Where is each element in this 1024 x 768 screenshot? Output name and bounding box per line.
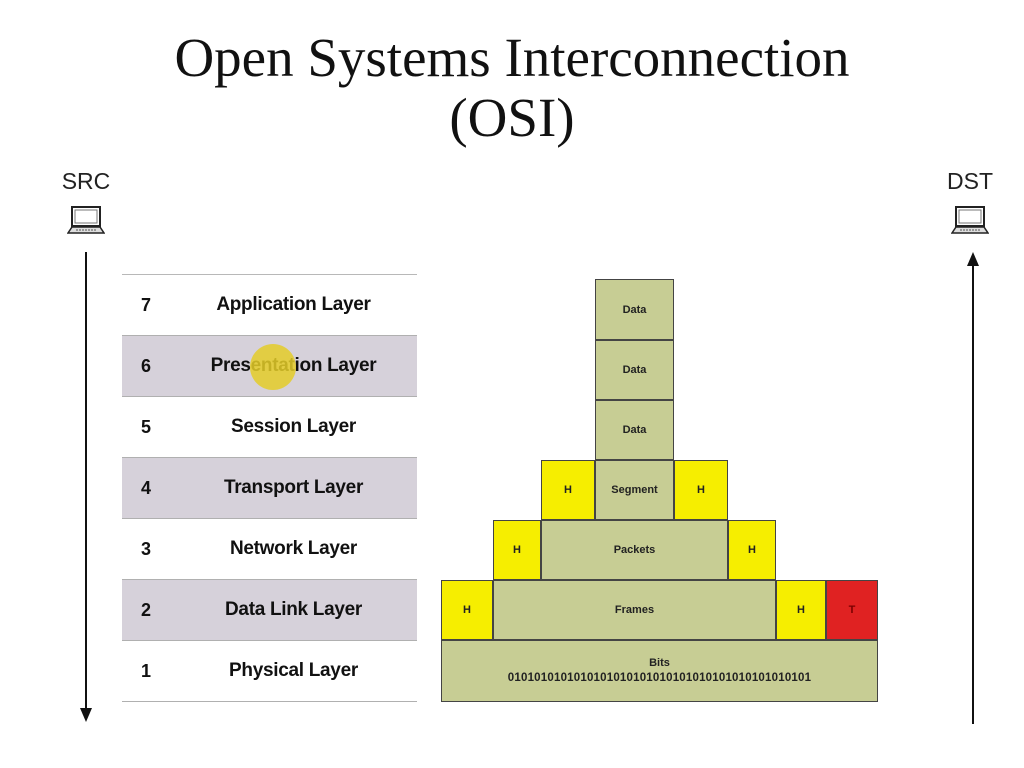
frame-header-left: H xyxy=(441,580,493,640)
layer-number: 4 xyxy=(140,477,151,498)
bits-block: Bits 01010101010101010101010101010101010… xyxy=(441,640,878,702)
frames-block: Frames xyxy=(493,580,776,640)
header-label: H xyxy=(697,484,705,496)
layer-name: Session Layer xyxy=(231,416,356,437)
frame-header-right: H xyxy=(776,580,826,640)
layer-row-1: 1 Physical Layer xyxy=(122,641,417,702)
data-label: Data xyxy=(622,364,647,376)
packets-block: Packets xyxy=(541,520,728,580)
header-label: H xyxy=(797,604,805,616)
layer-number: 2 xyxy=(140,599,151,620)
header-label: H xyxy=(513,544,521,556)
data-label: Data xyxy=(622,424,647,436)
layer-name: Transport Layer xyxy=(223,477,364,498)
segment-block: Segment xyxy=(595,460,674,520)
src-down-arrow-line xyxy=(85,252,87,710)
layer-number: 5 xyxy=(140,416,151,437)
bits-label: Bits xyxy=(649,657,670,669)
page-title: Open Systems Interconnection (OSI) xyxy=(0,28,1024,148)
osi-layer-table: 7 Application Layer 6 Presentation Layer… xyxy=(122,274,417,702)
bits-value: 0101010101010101010101010101010101010101… xyxy=(507,672,812,684)
layer-row-3: 3 Network Layer xyxy=(122,519,417,580)
dst-label: DST xyxy=(947,168,993,194)
frame-trailer: T xyxy=(826,580,878,640)
frames-label: Frames xyxy=(614,604,655,616)
layer-row-2: 2 Data Link Layer xyxy=(122,580,417,641)
arrow-up-icon xyxy=(967,252,979,266)
packet-header-left: H xyxy=(493,520,541,580)
segment-header-left: H xyxy=(541,460,595,520)
layer-row-7: 7 Application Layer xyxy=(122,275,417,336)
header-label: H xyxy=(564,484,572,496)
layer-name: Application Layer xyxy=(216,294,371,315)
laptop-icon xyxy=(951,206,989,234)
header-label: H xyxy=(748,544,756,556)
dst-up-arrow-line xyxy=(972,264,974,724)
layer-number: 1 xyxy=(140,660,151,681)
layer-number: 7 xyxy=(140,294,151,315)
src-label: SRC xyxy=(61,168,111,194)
cursor-highlight xyxy=(250,344,296,390)
title-line-1: Open Systems Interconnection xyxy=(174,27,850,88)
layer-name: Data Link Layer xyxy=(225,599,362,620)
layer-name: Physical Layer xyxy=(229,660,358,681)
data-block-layer-5: Data xyxy=(595,400,674,460)
data-block-layer-7: Data xyxy=(595,279,674,340)
segment-header-right: H xyxy=(674,460,728,520)
layer-row-5: 5 Session Layer xyxy=(122,397,417,458)
title-line-2: (OSI) xyxy=(449,87,575,148)
layer-number: 3 xyxy=(140,538,151,559)
dst-endpoint: DST xyxy=(940,168,1000,235)
packet-header-right: H xyxy=(728,520,776,580)
header-label: H xyxy=(463,604,471,616)
layer-name: Network Layer xyxy=(229,538,358,559)
segment-label: Segment xyxy=(611,484,658,496)
layer-row-4: 4 Transport Layer xyxy=(122,458,417,519)
layer-number: 6 xyxy=(140,355,151,376)
data-label: Data xyxy=(622,303,647,316)
trailer-label: T xyxy=(848,604,856,616)
data-block-layer-6: Data xyxy=(595,340,674,400)
arrow-down-icon xyxy=(80,708,92,722)
laptop-icon xyxy=(67,206,105,234)
packets-label: Packets xyxy=(613,544,656,556)
src-endpoint: SRC xyxy=(56,168,116,235)
